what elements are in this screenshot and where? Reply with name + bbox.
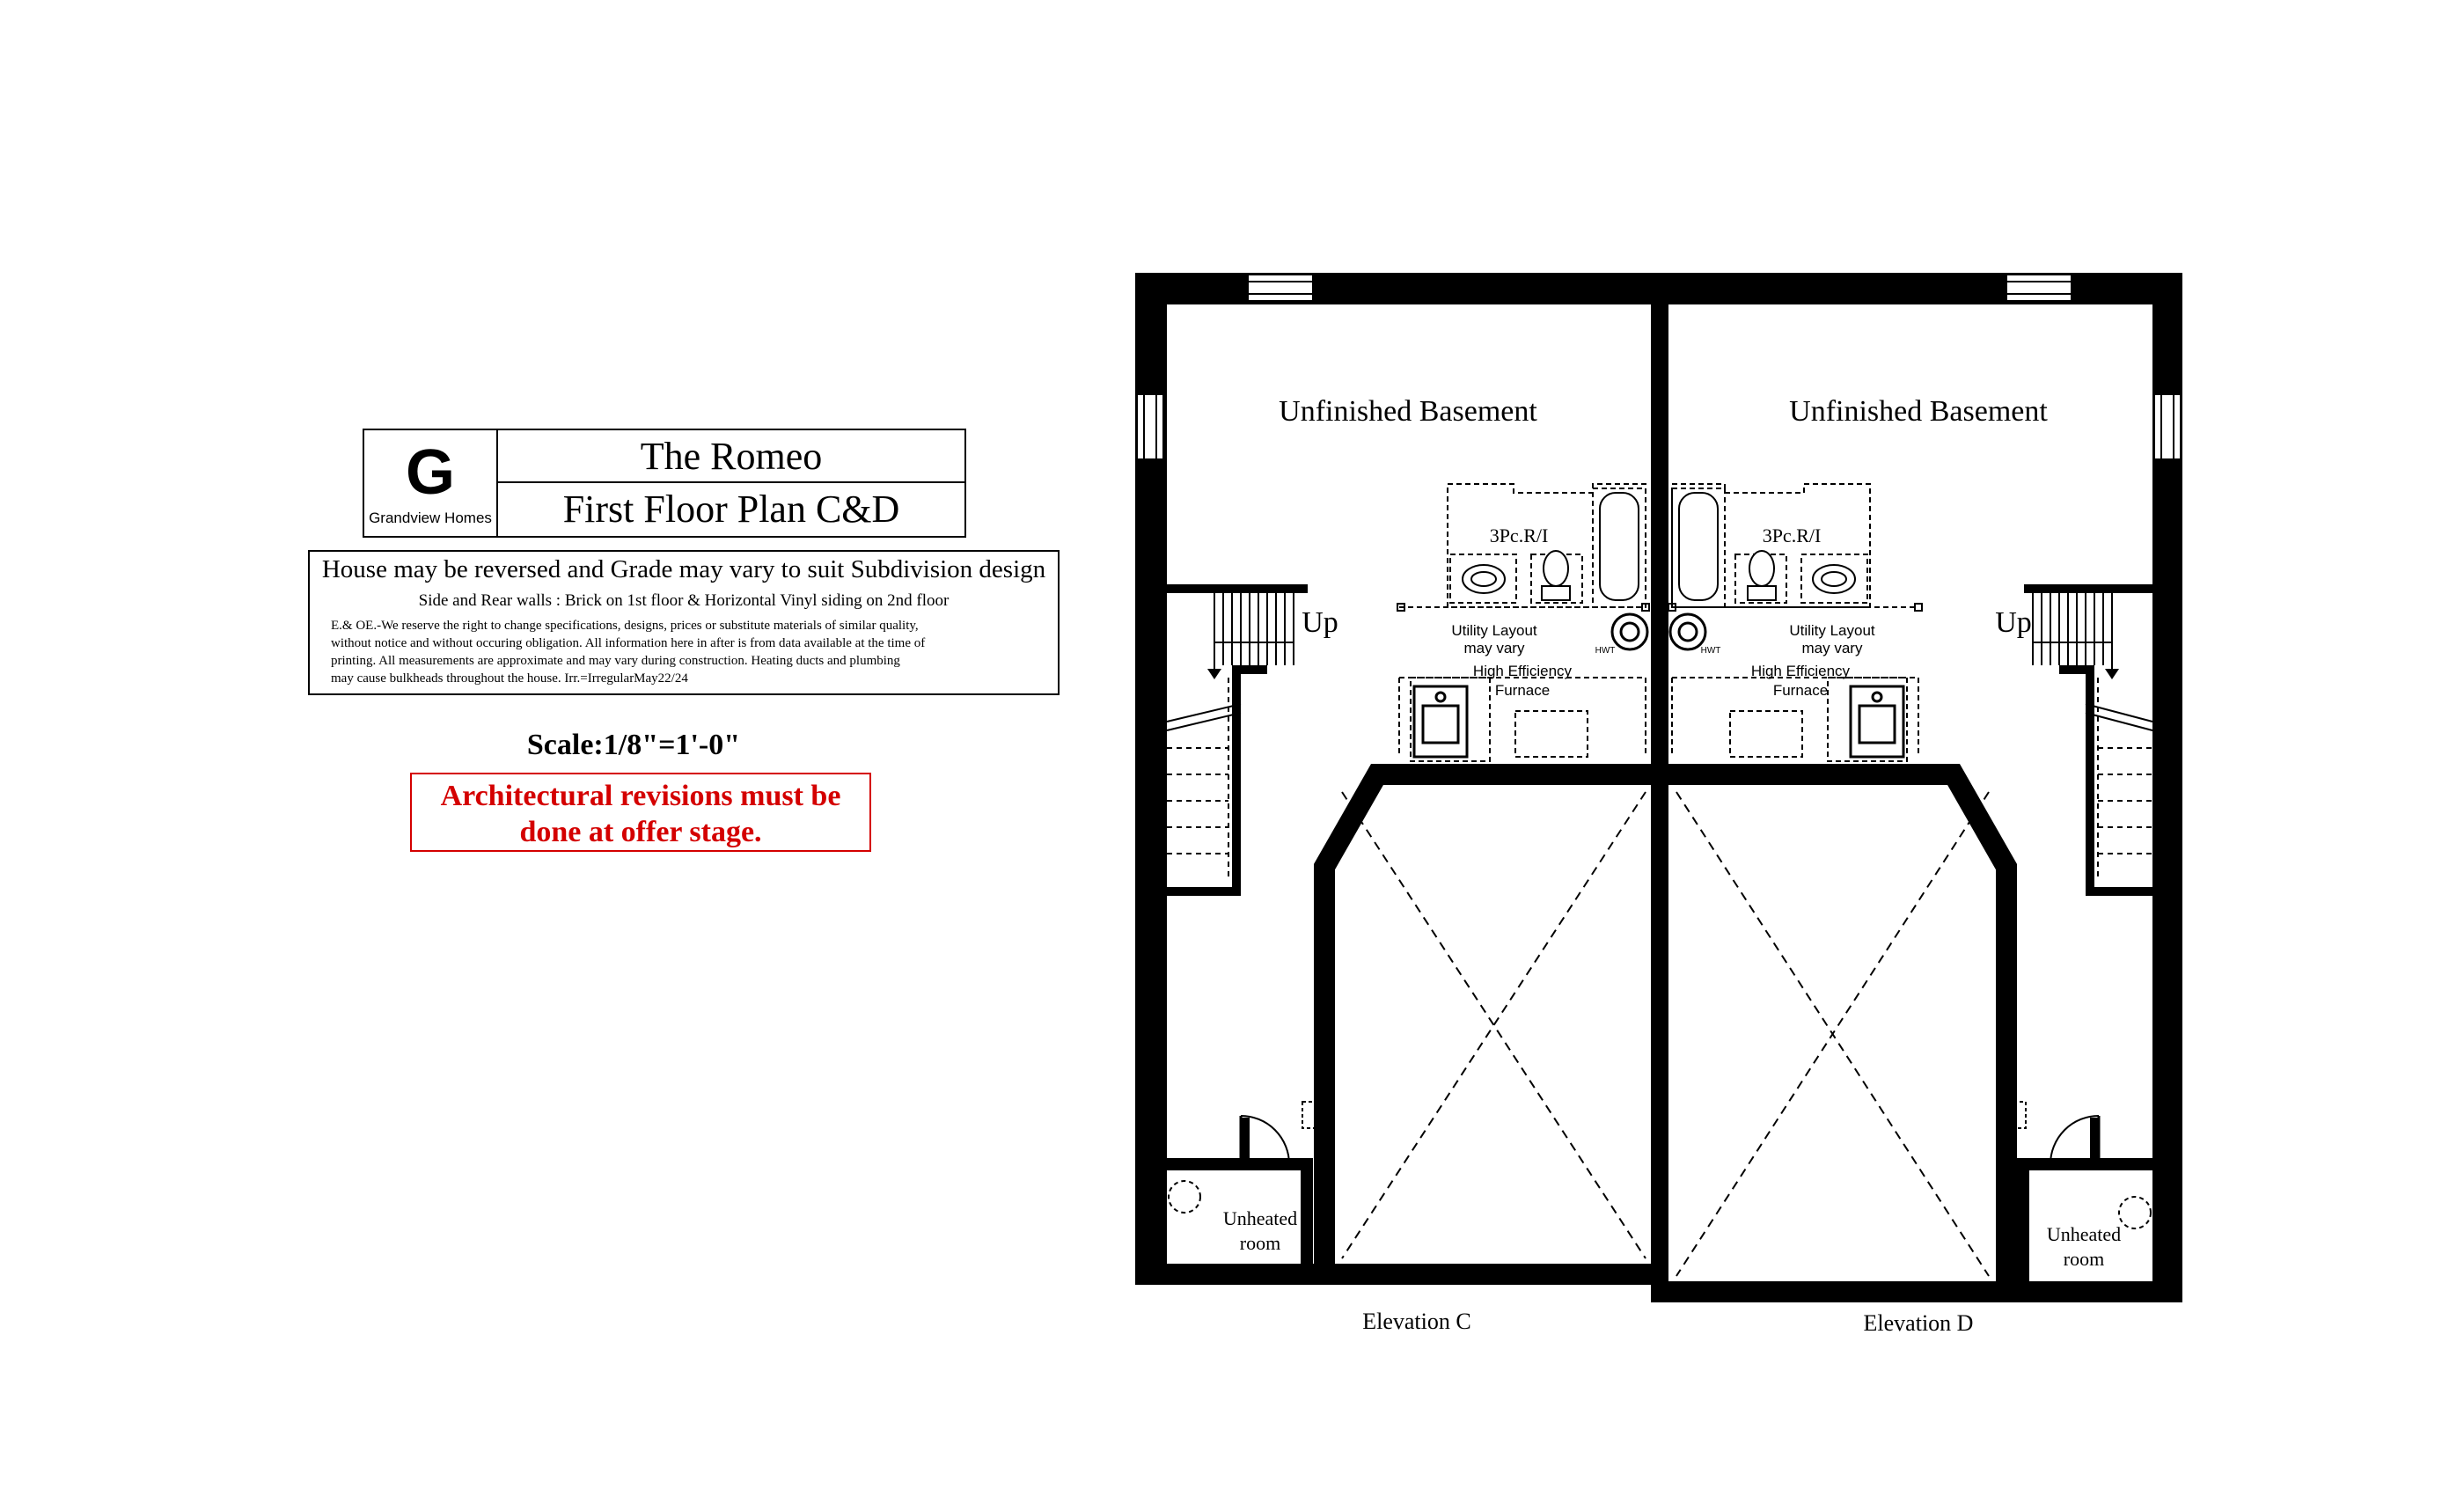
room-label-right: Unfinished Basement [1789,395,2048,428]
bath-corner-marks [1397,603,1650,612]
bath-rough-in-right [1671,483,1919,762]
garage-walls [1314,764,2017,1285]
furnace-icon [1849,685,1905,759]
revision-line-1: Architectural revisions must be [440,780,841,812]
stair-right [2024,584,2153,896]
notes-materials: Side and Rear walls : Brick on 1st floor… [418,591,950,610]
notes-disclaimer: E.& OE.-We reserve the right to change s… [331,617,1044,687]
bathtub-icon [1599,492,1639,601]
bath-corner-marks [1668,603,1923,612]
toilet-icon [1541,550,1571,601]
logo-letter: G [405,437,455,508]
stair-label-left: Up [1302,606,1338,639]
unheated-label-right-1: Unheated [2047,1223,2121,1245]
furnace-label-left-1: High Efficiency [1473,663,1573,679]
unheated-label-left-2: room [1240,1232,1280,1254]
elevation-label-right: Elevation D [1864,1310,1974,1336]
room-label-left: Unfinished Basement [1279,395,1537,428]
logo: G Grandview Homes [364,430,498,536]
window-icon [1247,274,1314,302]
bath-label-left: 3Pc.R/I [1490,524,1549,546]
disclaimer-line: printing. All measurements are approxima… [331,654,900,668]
furnace-label-right-1: High Efficiency [1751,663,1851,679]
hwt-label-right: HWT [1701,646,1721,656]
bath-rough-in-left [1398,483,1646,762]
sink-icon [1812,564,1856,594]
utility-label-left-2: may vary [1464,640,1525,656]
furnace-icon [1412,685,1469,759]
title-block: G Grandview Homes The Romeo First Floor … [363,429,966,538]
utility-label-right-2: may vary [1802,640,1863,656]
unheated-room-left [1167,1101,1316,1267]
furnace-label-right-2: Furnace [1773,682,1828,699]
notes-block: House may be reversed and Grade may vary… [308,550,1060,695]
model-name: The Romeo [498,430,964,483]
unheated-label-left-1: Unheated [1223,1207,1297,1229]
revision-note: Architectural revisions must be done at … [410,773,871,852]
water-heater-icon [1610,612,1649,651]
stair-label-right: Up [1995,606,2032,639]
logo-company: Grandview Homes [369,510,492,526]
revision-line-2: done at offer stage. [519,816,762,848]
bath-label-right: 3Pc.R/I [1763,524,1822,546]
utility-label-left-1: Utility Layout [1451,622,1537,639]
stair-left [1166,584,1308,896]
window-icon [2153,393,2182,460]
elevation-label-left: Elevation C [1362,1309,1470,1334]
plan-name: First Floor Plan C&D [562,488,900,531]
notes-heading: House may be reversed and Grade may vary… [321,555,1046,583]
disclaimer-line: E.& OE.-We reserve the right to change s… [331,619,919,633]
unheated-label-right-2: room [2064,1248,2104,1270]
toilet-icon [1747,550,1777,601]
scale-label: Scale:1/8"=1'-0" [526,729,741,761]
bathtub-icon [1678,492,1719,601]
unheated-room-right [2013,1101,2152,1290]
hwt-label-left: HWT [1595,646,1616,656]
window-icon [1136,393,1164,460]
sink-icon [1462,564,1506,594]
window-icon [2006,274,2072,302]
utility-label-right-1: Utility Layout [1789,622,1875,639]
disclaimer-line: without notice and without occuring obli… [331,636,926,650]
water-heater-icon [1668,612,1707,651]
disclaimer-line: may cause bulkheads throughout the house… [331,671,688,686]
garage-door-swing [1341,791,1990,1277]
furnace-label-left-2: Furnace [1495,682,1550,699]
